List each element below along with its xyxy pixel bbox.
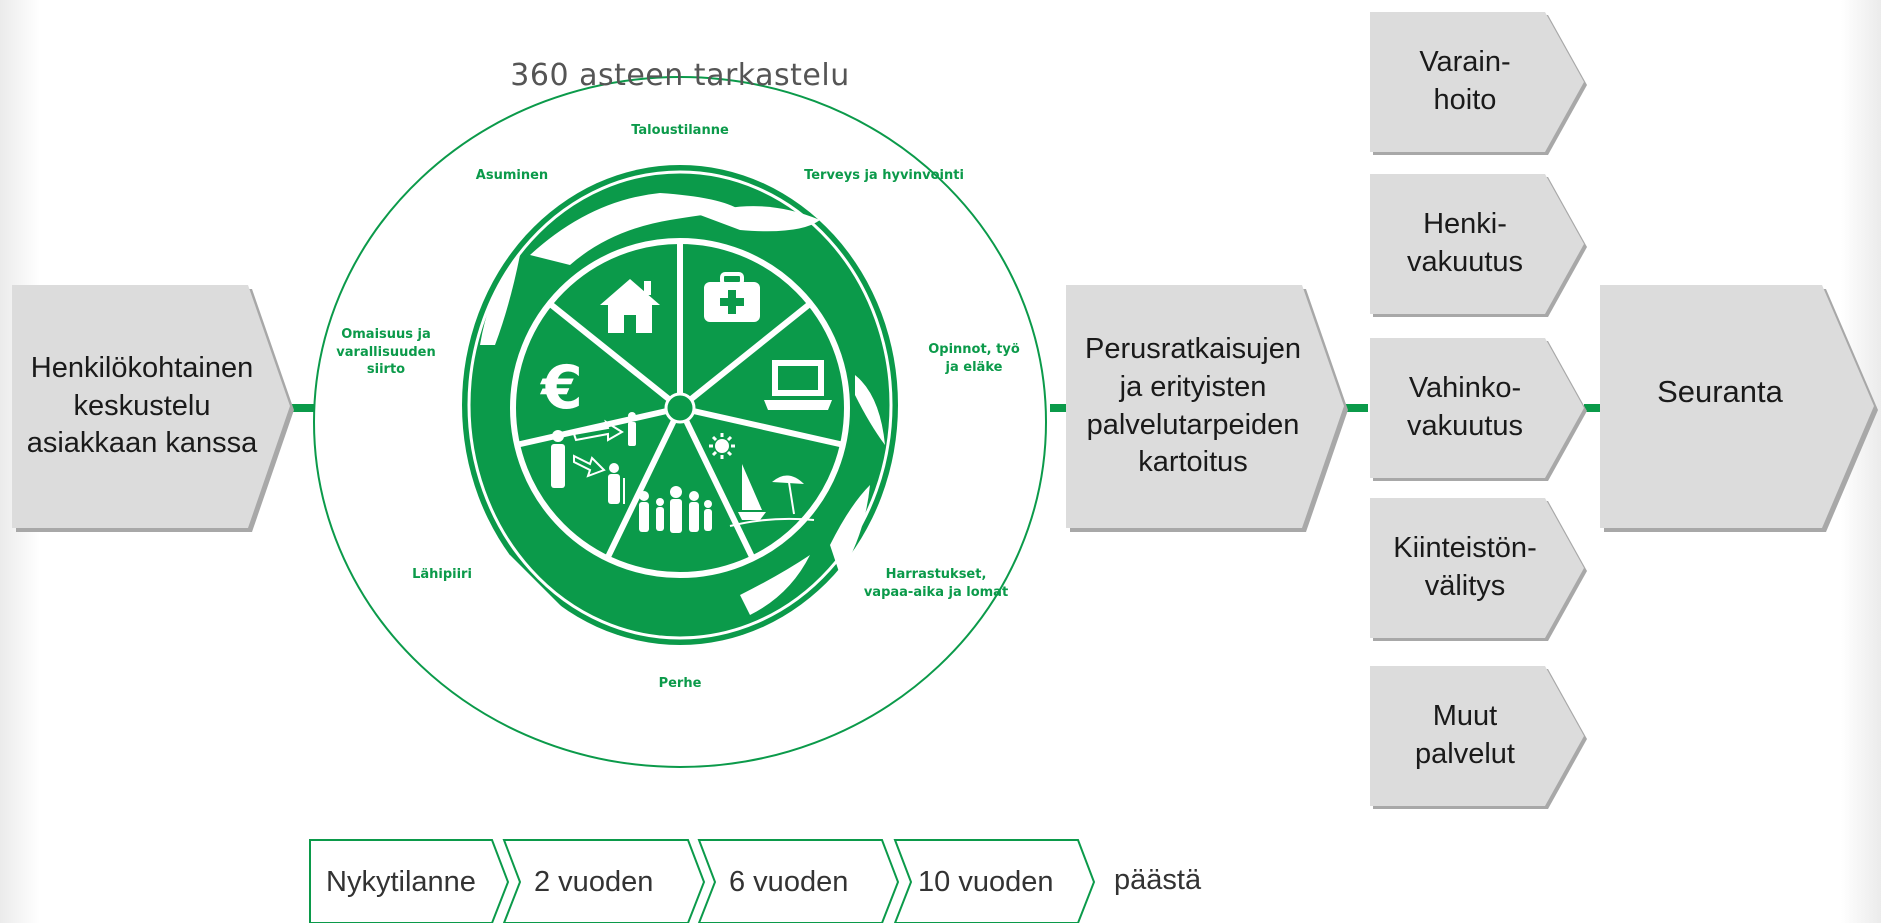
service-varainhoito-shape: [1370, 12, 1587, 155]
wheel-of-life: €: [507, 235, 853, 581]
service-vahinkovakuutus-label: Vahinko- vakuutus: [1406, 372, 1524, 442]
circle-title: 360 asteen tarkastelu: [510, 58, 850, 93]
house-icon: [600, 279, 660, 333]
step-needs-mapping-label: Perusratkaisujen ja erityisten palveluta…: [1085, 333, 1301, 479]
service-kiinteistonvalitys-label: Kiinteistön- välitys: [1393, 532, 1537, 602]
service-kiinteistonvalitys: Kiinteistön- välitys: [1370, 498, 1587, 641]
step-seuranta-label: Seuranta: [1657, 374, 1783, 410]
service-henkivakuutus-label: Henki- vakuutus: [1406, 208, 1524, 278]
category-omaisuus: Omaisuus ja varallisuuden siirto: [336, 327, 436, 378]
step-personal-discussion: Henkilökohtainen keskustelu asiakkaan ka…: [12, 285, 294, 532]
category-taloustilanne: Taloustilanne: [631, 123, 729, 138]
category-lahipiiri: Lähipiiri: [412, 567, 472, 582]
step-needs-mapping: Perusratkaisujen ja erityisten palveluta…: [1066, 285, 1348, 532]
step-personal-discussion-label: Henkilökohtainen keskustelu asiakkaan ka…: [26, 351, 258, 460]
connector-middle-in: [1050, 404, 1066, 412]
category-terveys: Terveys ja hyvinvointi: [804, 168, 964, 183]
service-vahinkovakuutus: Vahinko- vakuutus: [1370, 338, 1587, 481]
step-seuranta-shape: [1600, 285, 1878, 532]
sailboat-umbrella-icon: [709, 433, 815, 527]
timeline-step-0-label: Nykytilanne: [326, 866, 476, 898]
step-personal-discussion-shape: [12, 285, 294, 532]
service-muut-palvelut-shape: [1370, 666, 1587, 809]
timeline-step-1-label: 2 vuoden: [534, 866, 654, 898]
euro-icon: €: [539, 353, 583, 423]
category-perhe: Perhe: [658, 676, 702, 691]
laptop-icon: [764, 360, 832, 410]
category-asuminen: Asuminen: [475, 168, 549, 183]
service-henkivakuutus-shape: [1370, 174, 1587, 317]
service-varainhoito-label: Varain- hoito: [1419, 46, 1511, 116]
generations-icon: [551, 412, 636, 504]
service-muut-palvelut: Muut palvelut: [1370, 666, 1587, 809]
timeline-suffix: päästä: [1114, 864, 1202, 896]
step-seuranta: Seuranta: [1600, 285, 1878, 532]
service-vahinkovakuutus-shape: [1370, 338, 1587, 481]
service-kiinteistonvalitys-shape: [1370, 498, 1587, 641]
service-henkivakuutus: Henki- vakuutus: [1370, 174, 1587, 317]
connector-left: [290, 404, 314, 412]
category-harrastukset: Harrastukset, vapaa-aika ja lomat: [863, 567, 1009, 600]
connector-middle-out: [1344, 404, 1368, 412]
category-opinnot: Opinnot, työ ja eläke: [928, 342, 1020, 375]
service-muut-palvelut-label: Muut palvelut: [1415, 700, 1515, 770]
family-icon: [639, 486, 712, 533]
service-varainhoito: Varain- hoito: [1370, 12, 1587, 155]
svg-text:€: €: [539, 353, 583, 423]
timeline-step-2-label: 6 vuoden: [729, 866, 849, 898]
timeline-step-3-label: 10 vuoden: [918, 866, 1054, 898]
first-aid-kit-icon: [704, 272, 760, 322]
connector-right: [1584, 404, 1600, 412]
step-needs-mapping-shape: [1066, 285, 1348, 532]
